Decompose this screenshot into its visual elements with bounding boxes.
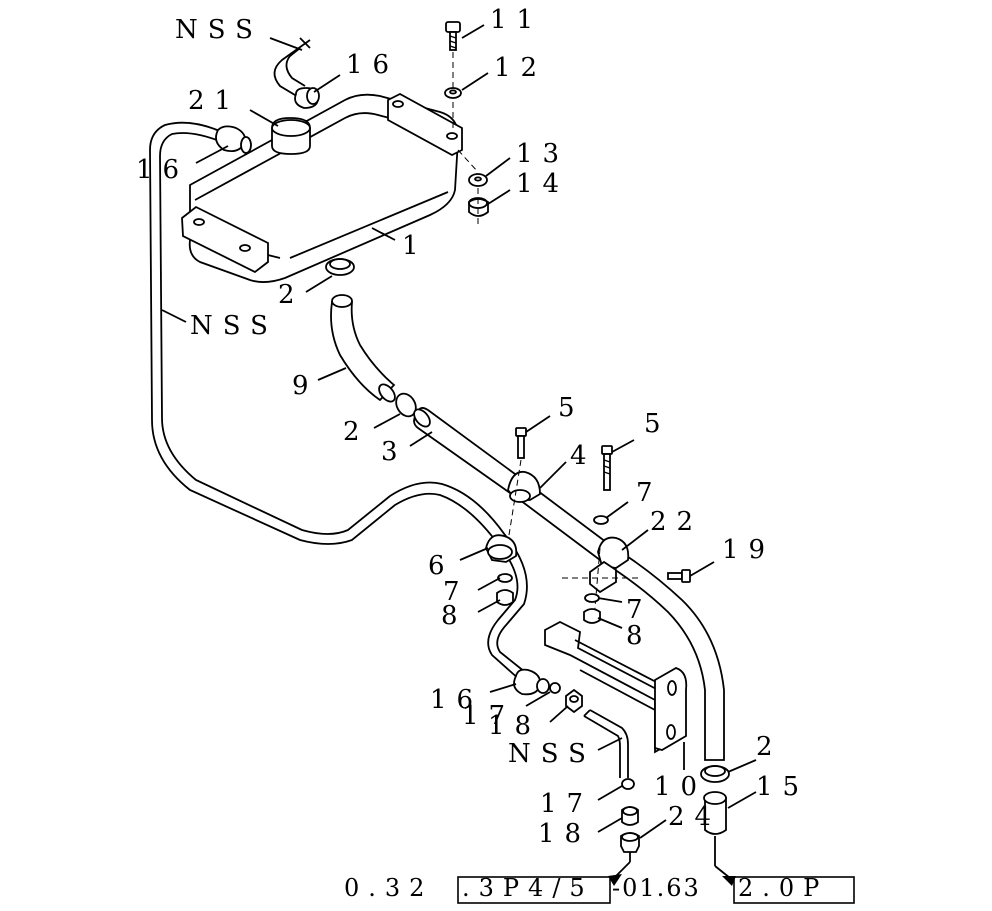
label-14: 14 (516, 169, 569, 199)
nut-8-lower (583, 608, 601, 624)
callout-labels: NSS 16 21 16 11 12 13 14 1 2 NSS 9 2 3 5… (136, 5, 809, 849)
label-19: 19 (722, 535, 775, 565)
label-5-right: 5 (644, 409, 671, 439)
clamp-22 (589, 536, 630, 594)
ref-middle: -01.63 (612, 874, 701, 902)
label-10: 10 (654, 772, 707, 802)
bracket-10 (544, 620, 688, 754)
hose-9 (330, 294, 396, 403)
label-7-lower: 7 (626, 595, 653, 625)
label-13: 13 (516, 139, 569, 169)
label-7-right: 7 (636, 478, 663, 508)
label-12: 12 (494, 53, 547, 83)
label-18-low: 18 (488, 711, 541, 741)
label-2-tank: 2 (278, 280, 305, 310)
fitting-18-bot (621, 806, 639, 826)
clamp-4 (507, 470, 541, 503)
label-17-low: 17 (462, 701, 515, 731)
label-4: 4 (570, 441, 597, 471)
fitting-17-low (549, 682, 561, 694)
expansion-tank (181, 92, 463, 283)
label-2-low: 2 (756, 732, 783, 762)
label-1: 1 (402, 231, 429, 261)
bolt-11 (445, 21, 461, 51)
label-8-lower: 8 (626, 621, 653, 651)
hose-clamp-2-pipe (395, 392, 417, 418)
label-6: 6 (428, 551, 455, 581)
label-11: 11 (490, 5, 543, 35)
ref-right: 2.0P (738, 874, 828, 902)
washer-7-lower (584, 593, 600, 603)
clamp-6 (485, 534, 518, 563)
hose-clamp-16-low (513, 668, 550, 696)
label-9: 9 (292, 371, 319, 401)
label-3: 3 (381, 437, 408, 467)
hose-15 (703, 791, 727, 866)
label-24: 24 (668, 802, 721, 832)
label-18-bot: 18 (538, 819, 591, 849)
label-22: 22 (650, 507, 703, 537)
connector-24 (620, 832, 640, 862)
label-16-low: 16 (430, 685, 483, 715)
ref-box-right (733, 876, 855, 904)
label-8-left: 8 (441, 601, 468, 631)
nut-8-left (496, 589, 514, 606)
ref-box-left (457, 876, 611, 904)
label-7-left: 7 (443, 577, 470, 607)
label-16-top: 16 (346, 50, 399, 80)
hose-clamp-16-left (215, 125, 252, 154)
label-16-left: 16 (136, 155, 189, 185)
label-nss-mid: NSS (190, 311, 278, 341)
washer-7-right (593, 515, 609, 525)
bolt-5-left (515, 427, 527, 459)
ref-prefix: 0.32 (344, 874, 433, 902)
label-17-bot: 17 (540, 789, 593, 819)
nss-pipe-low (583, 709, 629, 778)
arrow-right-ref (722, 876, 736, 886)
ref-left: .3P4/5 (462, 874, 594, 902)
washer-7-left (497, 573, 513, 583)
label-15: 15 (756, 772, 809, 802)
fitting-18-low (565, 688, 583, 714)
label-nss-top: NSS (175, 15, 263, 45)
label-nss-low: NSS (508, 739, 596, 769)
label-21: 21 (188, 86, 241, 116)
bolt-5-right (601, 445, 613, 491)
nss-pipe-left (149, 121, 528, 681)
reference-bar: 0.32 .3P4/5 -01.63 2.0P (344, 861, 855, 904)
bolt-19 (667, 569, 691, 583)
label-5-left: 5 (558, 393, 585, 423)
nss-hose-top (273, 37, 320, 109)
leader-lines (161, 24, 757, 839)
label-2-pipe: 2 (343, 417, 370, 447)
arrow-left-ref (608, 874, 622, 886)
fitting-17-bot (621, 778, 635, 790)
